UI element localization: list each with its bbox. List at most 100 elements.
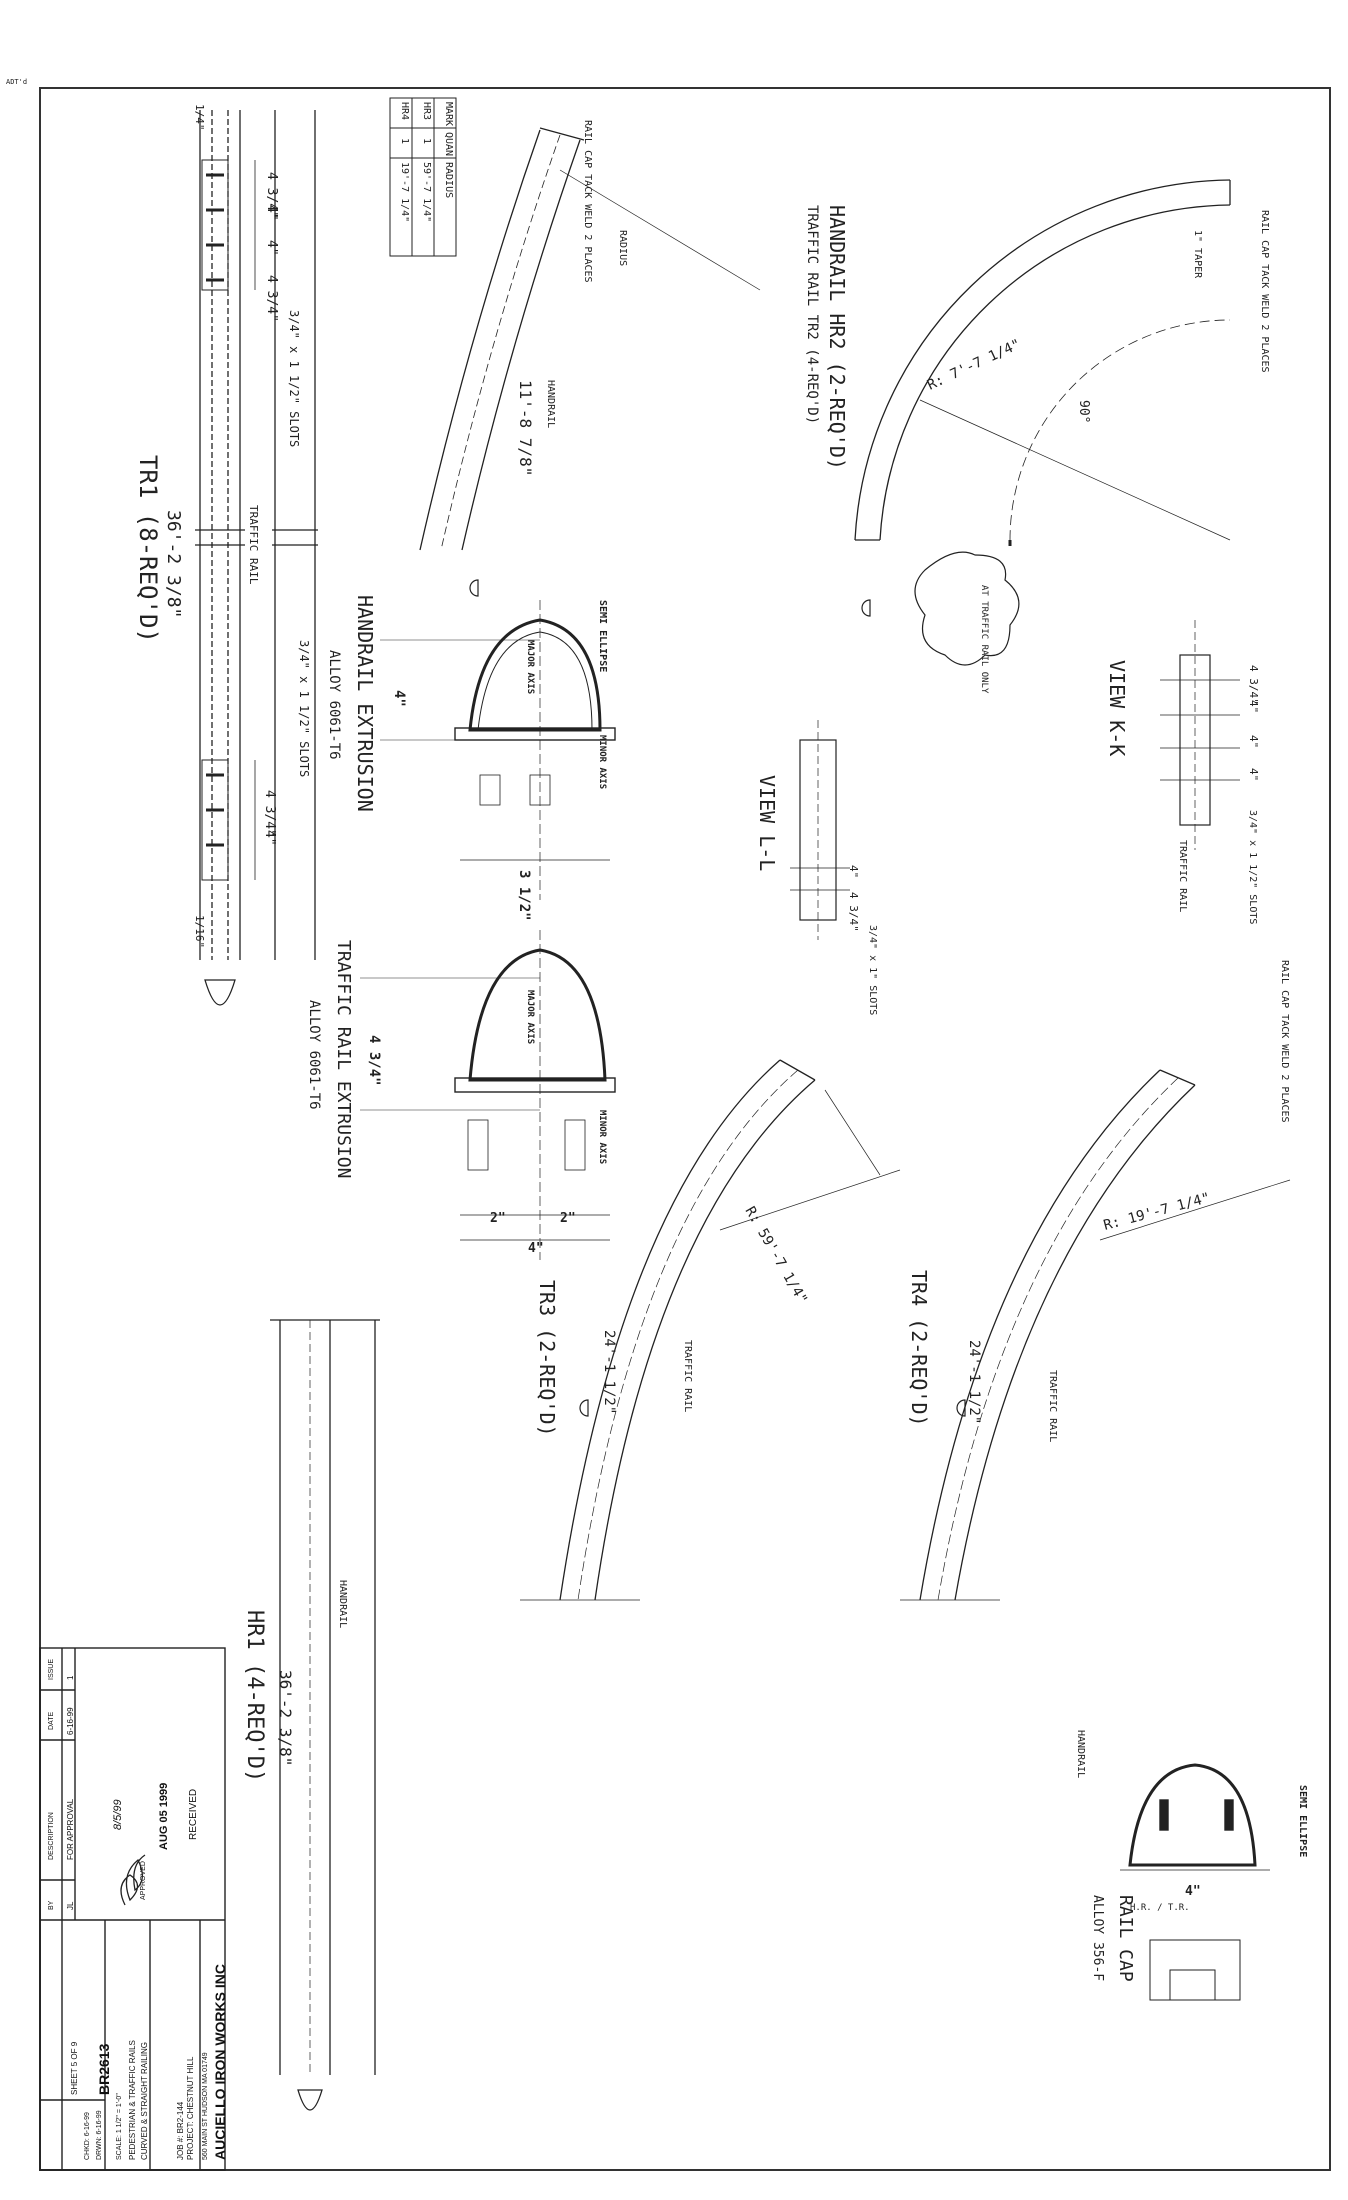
svg-text:24'-1 1/2": 24'-1 1/2" (601, 1330, 617, 1414)
dwg-number: BR2613 (96, 2043, 112, 2095)
rev-header-description: DESCRIPTION (48, 1812, 55, 1860)
svg-text:19'-7 1/4": 19'-7 1/4" (399, 162, 410, 222)
received-date: AUG 05 1999 (158, 1782, 170, 1850)
svg-text:59'-7 1/4": 59'-7 1/4" (421, 162, 432, 222)
svg-text:4 3/4": 4 3/4" (847, 892, 860, 932)
svg-text:3/4" x 1" SLOTS: 3/4" x 1" SLOTS (867, 925, 878, 1015)
view-ll (790, 720, 850, 940)
hr2-title: HANDRAIL HR2 (2-REQ'D) (825, 205, 849, 470)
title-block-frame (39, 1647, 226, 2171)
rail-cap-section (1120, 1763, 1270, 2001)
svg-text:4": 4" (264, 205, 279, 221)
handwritten-date: 8/5/99 (112, 1799, 124, 1830)
svg-text:RADIUS: RADIUS (443, 162, 454, 198)
svg-text:ALLOY 6061-T6: ALLOY 6061-T6 (326, 650, 342, 760)
company-name: AUCIELLO IRON WORKS INC (212, 1964, 228, 2160)
svg-text:R: 19'-7 1/4": R: 19'-7 1/4" (1102, 1190, 1212, 1234)
view-kk (1160, 620, 1240, 850)
svg-text:4": 4" (847, 865, 860, 878)
svg-text:11'-8 7/8": 11'-8 7/8" (516, 380, 535, 476)
radius-table (389, 97, 457, 257)
svg-text:ALLOY 6061-T6: ALLOY 6061-T6 (306, 1000, 322, 1110)
drawn-date: DRWN: 6-16-99 (96, 2110, 103, 2160)
handrail-section-title: HANDRAIL EXTRUSION (353, 595, 377, 812)
tr3-title: TR3 (2-REQ'D) (535, 1280, 559, 1437)
traffic-section-title: TRAFFIC RAIL EXTRUSION (333, 940, 354, 1178)
svg-text:4": 4" (391, 690, 407, 707)
view-kk-title: VIEW K-K (1105, 660, 1129, 756)
svg-text:QUAN: QUAN (443, 132, 454, 156)
svg-text:SEMI ELLIPSE: SEMI ELLIPSE (597, 600, 608, 672)
svg-text:TRAFFIC RAIL: TRAFFIC RAIL (1177, 840, 1188, 912)
svg-text:HR3: HR3 (421, 102, 432, 120)
svg-text:RADIUS: RADIUS (617, 230, 628, 266)
view-ll-title: VIEW L-L (755, 775, 779, 871)
svg-text:TRAFFIC RAIL: TRAFFIC RAIL (1047, 1370, 1058, 1442)
tr4-cap-note: RAIL CAP TACK WELD 2 PLACES (1279, 960, 1290, 1123)
svg-text:ALLOY 356-F: ALLOY 356-F (1090, 1895, 1105, 1981)
svg-text:4": 4" (528, 1241, 544, 1256)
svg-text:1" TAPER: 1" TAPER (1192, 230, 1203, 279)
svg-text:24'-1 1/2": 24'-1 1/2" (966, 1340, 982, 1424)
svg-text:3/4" x 1 1/2" SLOTS: 3/4" x 1 1/2" SLOTS (1247, 810, 1258, 924)
svg-text:4 3/4": 4 3/4" (366, 1035, 382, 1086)
tr3-arc (520, 1059, 901, 1601)
svg-text:HANDRAIL: HANDRAIL (545, 380, 556, 428)
drawing-subtitle: PEDESTRIAN & TRAFFIC RAILS (128, 2040, 137, 2160)
tr4-title: TR4 (2-REQ'D) (907, 1270, 931, 1427)
svg-text:3/4" x 1 1/2" SLOTS: 3/4" x 1 1/2" SLOTS (287, 310, 301, 447)
rev-header-by: BY (48, 1900, 55, 1910)
traffic-section (360, 930, 616, 1260)
section-markers (469, 579, 966, 1417)
sheet-border (39, 87, 1331, 2171)
rev-header-date: DATE (48, 1711, 55, 1730)
checked-date: CHKD: 6-16-99 (84, 2112, 91, 2160)
rail-cap-title: RAIL CAP (1115, 1895, 1136, 1982)
hr2-radius: R: 7'-7 1/4" (925, 336, 1023, 393)
svg-text:36'-2 3/8": 36'-2 3/8" (276, 1670, 295, 1766)
svg-text:90°: 90° (1076, 400, 1091, 423)
svg-text:MINOR AXIS: MINOR AXIS (597, 735, 607, 789)
svg-text:3 1/2": 3 1/2" (516, 870, 532, 921)
callout-text: AT TRAFFIC RAIL ONLY (979, 585, 989, 694)
svg-text:HANDRAIL: HANDRAIL (1075, 1730, 1086, 1778)
drawing-title: CURVED & STRAIGHT RAILING (140, 2042, 149, 2160)
svg-text:1: 1 (421, 138, 432, 144)
project-name: PROJECT: CHESTNUT HILL (186, 2056, 195, 2160)
drawing-scale: SCALE: 1 1/2" = 1'-0" (116, 2093, 123, 2160)
tr1-length: 36'-2 3/8" (163, 510, 184, 618)
rev-issue: 1 (66, 1675, 75, 1680)
svg-text:MARK: MARK (443, 102, 454, 126)
tr4-arc (900, 1069, 1291, 1601)
rev-header-issue: ISSUE (48, 1658, 55, 1680)
corner-mark: ADT'd (6, 78, 27, 86)
svg-text:HR4: HR4 (399, 102, 410, 120)
job-number: JOB #: BR2-144 (176, 2101, 185, 2160)
hr1-title: HR1 (4-REQ'D) (242, 1610, 267, 1782)
svg-text:4 3/4": 4 3/4" (262, 790, 277, 837)
rev-description: FOR APPROVAL (66, 1798, 75, 1860)
svg-text:4 3/4": 4 3/4" (264, 275, 279, 322)
tr1-slot-dims: 4 3/4" 4" 4" 4 3/4" 3/4" x 1 1/2" SLOTS … (193, 104, 311, 948)
tr1-title: TR1 (8-REQ'D) (134, 455, 162, 643)
received-stamp: RECEIVED (188, 1788, 199, 1840)
svg-text:SEMI ELLIPSE: SEMI ELLIPSE (1297, 1785, 1308, 1857)
handrail-section (380, 600, 616, 900)
rev-by: JL (66, 1901, 75, 1910)
svg-text:R: 59'-7 1/4": R: 59'-7 1/4" (742, 1204, 811, 1307)
svg-text:3/4" x 1 1/2" SLOTS: 3/4" x 1 1/2" SLOTS (297, 640, 311, 777)
svg-text:MAJOR AXIS: MAJOR AXIS (525, 640, 535, 694)
svg-text:2": 2" (490, 1211, 506, 1226)
svg-text:4": 4" (1247, 768, 1260, 781)
svg-text:4": 4" (1247, 700, 1260, 713)
svg-text:H.R. / T.R.: H.R. / T.R. (1130, 1903, 1190, 1913)
svg-text:TRAFFIC RAIL: TRAFFIC RAIL (682, 1340, 693, 1412)
hr2-arc (854, 179, 1231, 546)
svg-text:2": 2" (560, 1211, 576, 1226)
hr2-subtitle: TRAFFIC RAIL TR2 (4-REQ'D) (804, 205, 820, 424)
sheet-number: SHEET 5 OF 9 (70, 2041, 79, 2095)
approved-label: APPROVED (140, 1861, 147, 1900)
svg-text:MINOR AXIS: MINOR AXIS (597, 1110, 607, 1164)
